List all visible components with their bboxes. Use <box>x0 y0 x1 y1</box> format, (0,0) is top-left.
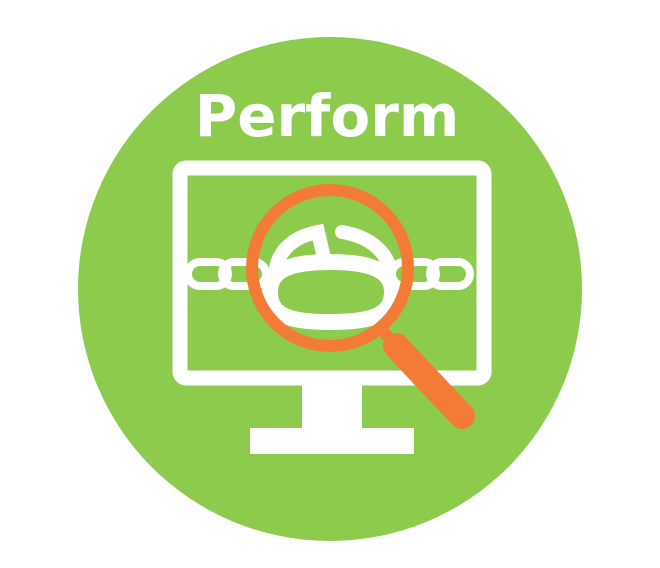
monitor-icon <box>172 160 492 454</box>
monitor-screen-frame <box>172 160 492 386</box>
broken-chain-icon <box>184 223 474 331</box>
magnifier-handle <box>383 333 475 429</box>
magnifier-lens <box>246 184 414 352</box>
badge-title: Perform <box>195 82 460 150</box>
magnifying-glass-icon <box>246 184 475 429</box>
monitor-stand-base <box>250 428 414 454</box>
monitor-stand-neck <box>302 384 362 432</box>
